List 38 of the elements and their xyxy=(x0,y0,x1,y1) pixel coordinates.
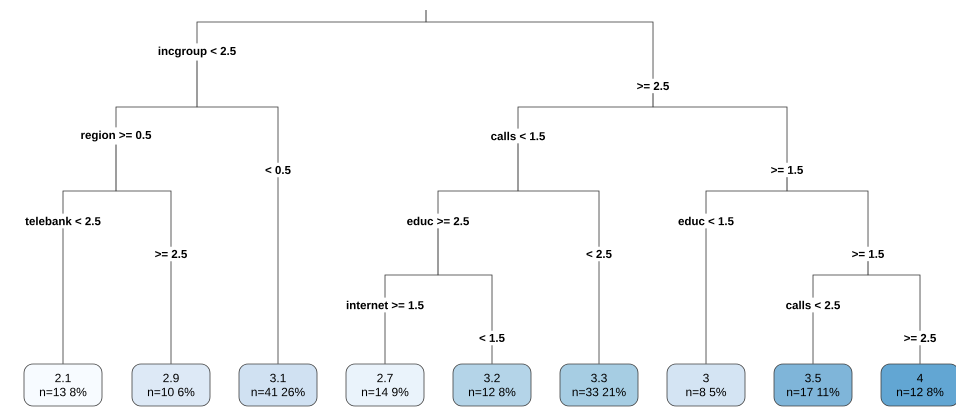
split-label: < 1.5 xyxy=(480,334,505,342)
leaf-box: 3.3 n=33 21% xyxy=(560,364,638,406)
leaf-box: 2.7 n=14 9% xyxy=(346,364,424,406)
branch-line xyxy=(786,176,868,248)
split-label: < 0.5 xyxy=(266,166,291,174)
branch-line xyxy=(518,143,600,248)
split-label: >= 2.5 xyxy=(155,250,187,258)
branch-line xyxy=(812,312,814,364)
split-label: telebank < 2.5 xyxy=(25,216,101,226)
branch-line xyxy=(598,260,600,364)
branch-line xyxy=(384,312,386,364)
branch-line xyxy=(62,228,64,364)
branch-line xyxy=(170,260,172,364)
leaf-box: 4 n=12 8% xyxy=(880,364,956,406)
split-label: >= 1.5 xyxy=(852,250,884,258)
leaf-box: 3.5 n=17 11% xyxy=(774,364,852,406)
leaf-box: 3.2 n=12 8% xyxy=(452,364,532,406)
leaf-box: 2.1 n=13 8% xyxy=(24,364,102,406)
split-label: educ < 1.5 xyxy=(678,216,734,226)
split-label: educ >= 2.5 xyxy=(407,216,469,226)
split-label: < 2.5 xyxy=(586,250,612,258)
split-label: calls < 1.5 xyxy=(491,132,545,140)
split-label: region >= 0.5 xyxy=(81,130,152,142)
branch-line xyxy=(652,92,788,164)
leaf-box: 3.1 n=41 26% xyxy=(238,364,318,406)
branch-line xyxy=(196,60,278,164)
branch-line xyxy=(426,10,654,80)
split-label: >= 1.5 xyxy=(771,166,803,174)
split-label: calls < 2.5 xyxy=(786,300,840,310)
split-label: internet >= 1.5 xyxy=(346,300,424,310)
split-label: incgroup < 2.5 xyxy=(158,46,236,58)
leaf-box: 3 n=8 5% xyxy=(666,364,746,406)
branch-line xyxy=(868,260,920,332)
split-label: >= 2.5 xyxy=(637,82,669,90)
branch-line xyxy=(438,228,492,332)
split-label: >= 2.5 xyxy=(904,334,936,342)
branch-line xyxy=(116,144,172,248)
leaf-box: 2.9 n=10 6% xyxy=(132,364,210,406)
